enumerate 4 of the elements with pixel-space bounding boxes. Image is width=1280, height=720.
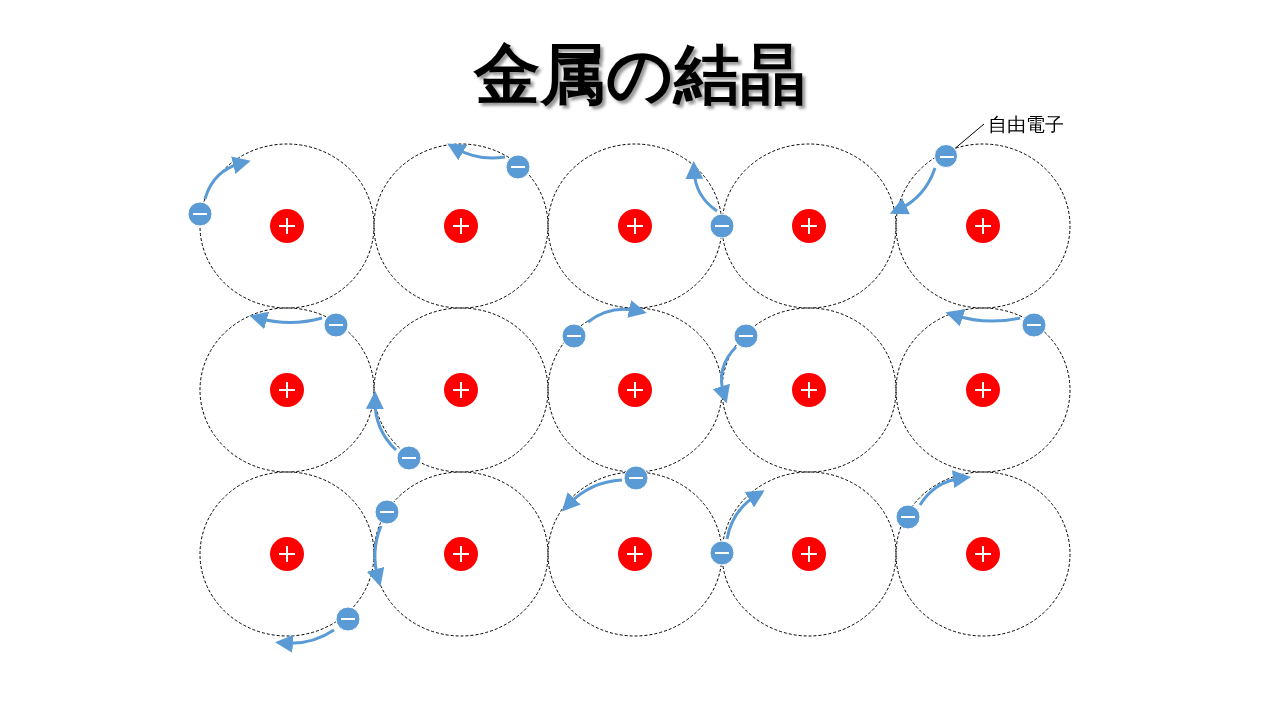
- callout-label: 自由電子: [988, 112, 1064, 138]
- electron-icon: [934, 144, 958, 168]
- title: 金属の結晶: [474, 36, 806, 113]
- leader-line: [954, 123, 985, 149]
